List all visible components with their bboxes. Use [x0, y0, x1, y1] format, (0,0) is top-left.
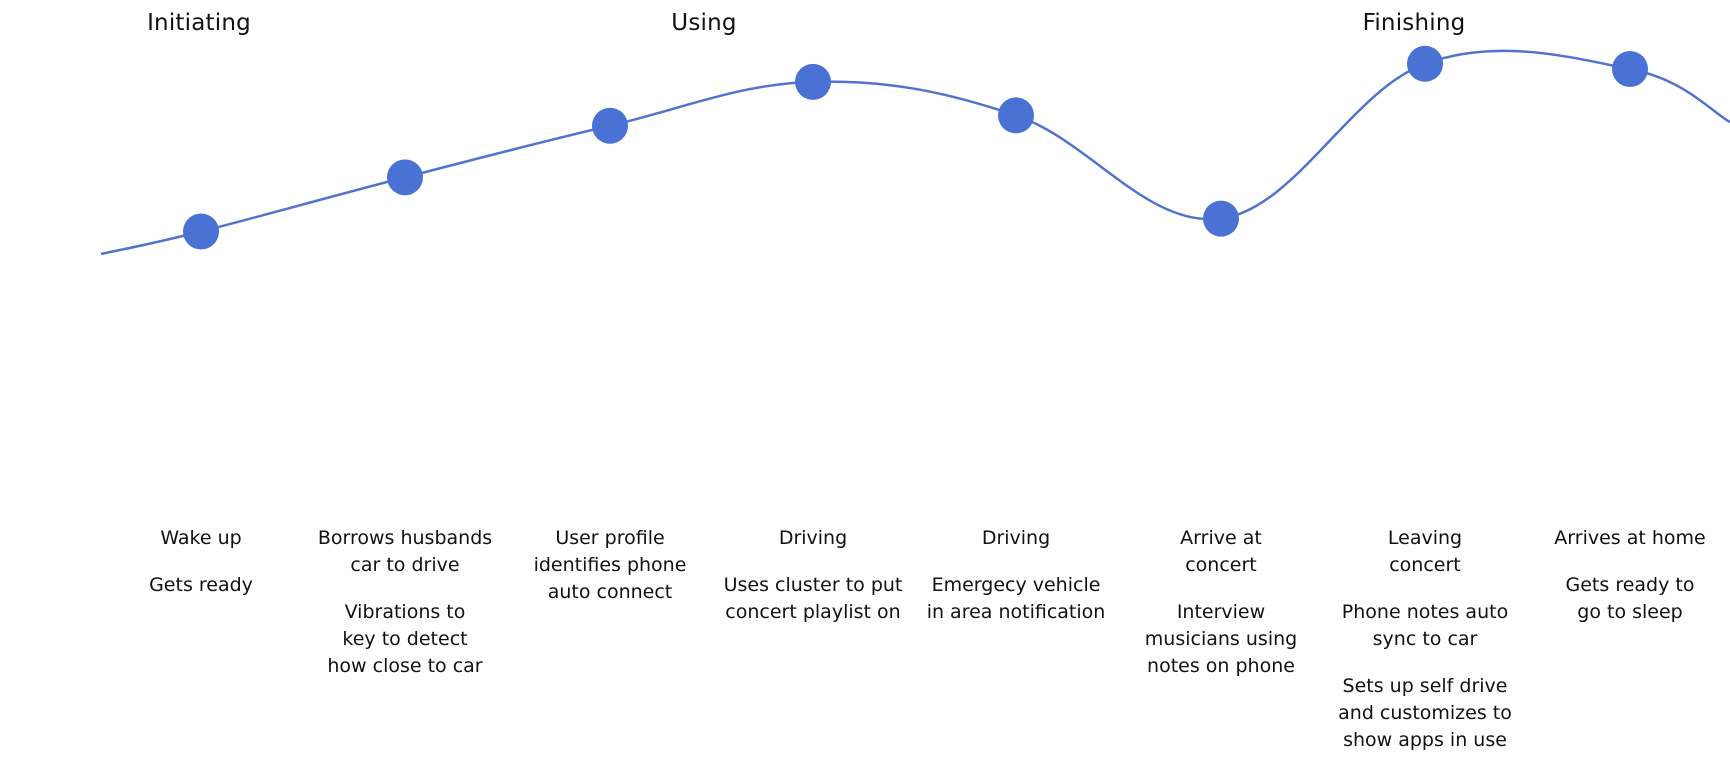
step-column-3: User profile identifies phone auto conne…	[510, 525, 710, 606]
step-title: Borrows husbands car to drive	[317, 527, 493, 576]
step-description: Interview musicians using notes on phone	[1144, 601, 1298, 677]
journey-point-4	[795, 63, 831, 100]
journey-point-5	[998, 97, 1034, 134]
journey-point-2	[387, 159, 423, 196]
journey-point-8	[1612, 50, 1648, 87]
step-column-1: Wake up Gets ready	[101, 525, 301, 599]
step-description: Phone notes auto sync to car	[1341, 601, 1509, 650]
step-title: Arrive at concert	[1180, 527, 1262, 576]
step-title: Driving	[981, 527, 1051, 549]
step-description: Uses cluster to put concert playlist on	[723, 574, 903, 623]
phase-label-using: Using	[671, 10, 737, 36]
step-title: Arrives at home	[1554, 527, 1706, 549]
step-description: Emergecy vehicle in area notification	[926, 574, 1106, 623]
step-title: Driving	[778, 527, 848, 549]
phase-label-finishing: Finishing	[1362, 10, 1466, 36]
journey-point-6	[1203, 200, 1239, 237]
journey-point-7	[1407, 45, 1443, 82]
journey-points	[183, 45, 1648, 250]
step-title: Leaving concert	[1387, 527, 1463, 576]
journey-point-3	[592, 107, 628, 144]
phase-label-initiating: Initiating	[147, 10, 251, 36]
journey-point-1	[183, 213, 219, 250]
step-description: Sets up self drive and customizes to sho…	[1338, 675, 1512, 751]
step-title: User profile identifies phone auto conne…	[533, 527, 687, 603]
step-title: Wake up	[160, 527, 242, 549]
step-description: Gets ready to go to sleep	[1565, 574, 1695, 623]
step-description: Vibrations to key to detect how close to…	[327, 601, 483, 677]
step-description: Gets ready	[149, 574, 253, 596]
journey-line	[100, 49, 1730, 256]
